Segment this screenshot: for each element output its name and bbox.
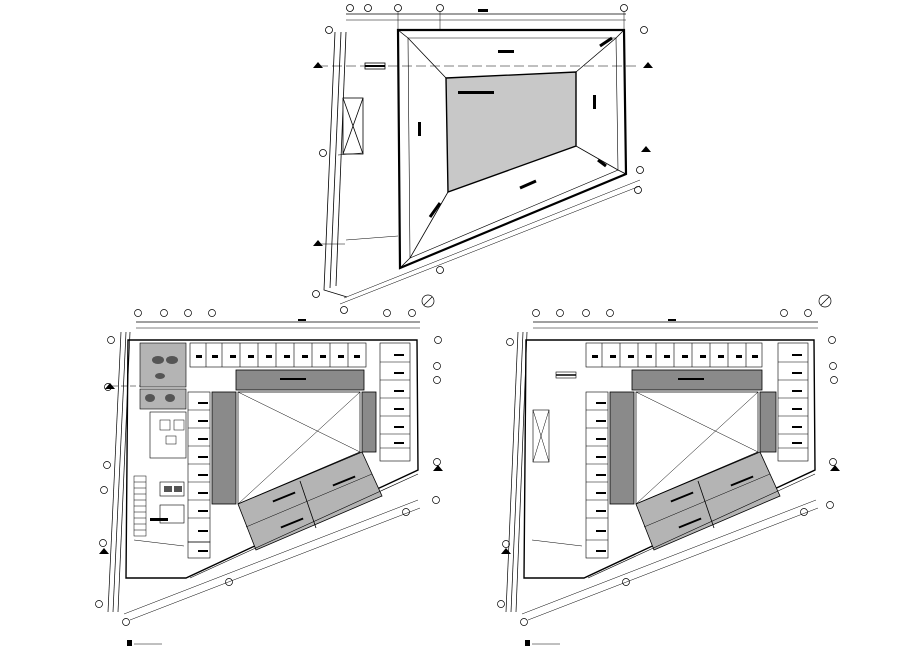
north-arrow-icon bbox=[818, 294, 832, 308]
grid-bubbles-left bbox=[95, 336, 115, 608]
grid-bubbles-top bbox=[346, 4, 628, 12]
room-row-top bbox=[189, 342, 367, 368]
grid-bubbles-right bbox=[826, 336, 838, 509]
room-column-left bbox=[585, 391, 609, 559]
building-outline bbox=[125, 339, 419, 579]
room-column-right bbox=[777, 342, 809, 462]
ground-floor-plan bbox=[95, 294, 443, 646]
building-outline bbox=[523, 339, 816, 579]
room-column-right bbox=[379, 342, 411, 462]
room-row-top bbox=[585, 342, 763, 368]
hatched-area bbox=[635, 451, 781, 551]
roof-plan bbox=[312, 4, 653, 314]
upper-floor-plan bbox=[497, 294, 840, 646]
grid-bubbles-left bbox=[497, 338, 514, 608]
roof-skylight bbox=[445, 71, 577, 193]
staircase bbox=[133, 475, 147, 537]
room-column-left bbox=[187, 391, 211, 559]
section-marker bbox=[313, 146, 651, 246]
north-arrow-icon bbox=[421, 294, 435, 308]
grid-bubbles-top bbox=[134, 309, 416, 317]
grid-bubbles-right bbox=[432, 336, 442, 504]
hatched-area bbox=[237, 451, 383, 551]
hatched-area bbox=[139, 342, 187, 388]
grid-bubbles-left bbox=[312, 26, 333, 298]
grid-bubbles-right bbox=[636, 26, 648, 174]
section-marker bbox=[313, 62, 653, 70]
grid-bubbles-top bbox=[532, 309, 812, 317]
